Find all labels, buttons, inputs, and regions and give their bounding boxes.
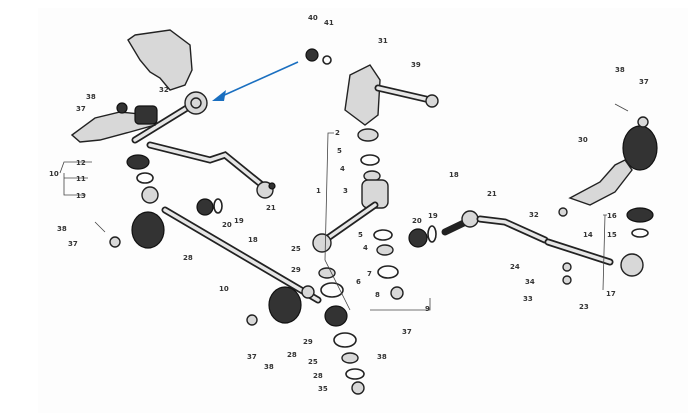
steering-gear-box — [127, 29, 193, 91]
label-21: 21 — [487, 190, 497, 198]
label-15: 15 — [607, 231, 617, 239]
label-4: 4 — [363, 244, 368, 252]
label-25: 25 — [291, 245, 301, 253]
label-10: 10 — [219, 285, 229, 293]
label-28: 28 — [183, 254, 193, 262]
nut-37-left — [109, 236, 121, 248]
label-37: 37 — [639, 78, 649, 86]
label-30: 30 — [578, 136, 588, 144]
label-8: 8 — [375, 291, 380, 299]
ball-joint-13 — [141, 186, 159, 204]
label-41: 41 — [324, 19, 334, 27]
label-25: 25 — [308, 358, 318, 366]
boot-20-right — [408, 228, 428, 248]
label-32: 32 — [159, 86, 169, 94]
label-39: 39 — [411, 61, 421, 69]
label-18: 18 — [449, 171, 459, 179]
label-29: 29 — [291, 266, 301, 274]
label-37: 37 — [68, 240, 78, 248]
label-38: 38 — [377, 353, 387, 361]
label-19: 19 — [234, 217, 244, 225]
label-28: 28 — [313, 372, 323, 380]
label-38: 38 — [86, 93, 96, 101]
boot-28-middle — [268, 286, 302, 324]
label-20: 20 — [412, 217, 422, 225]
label-29: 29 — [303, 338, 313, 346]
boot-20-left — [196, 198, 214, 216]
nut-40 — [305, 48, 319, 62]
label-17: 17 — [606, 290, 616, 298]
bracket-block — [134, 105, 158, 125]
label-32: 32 — [529, 211, 539, 219]
boot-28-left — [131, 211, 165, 249]
idler-bracket-31 — [344, 64, 381, 126]
label-2: 2 — [335, 129, 340, 137]
bushing-16 — [626, 207, 654, 223]
steering-knuckle-arm — [568, 159, 633, 206]
callout-arrow-head — [212, 90, 226, 101]
label-18: 18 — [248, 236, 258, 244]
washer-41 — [322, 55, 332, 65]
label-38: 38 — [615, 66, 625, 74]
label-11: 11 — [76, 175, 86, 183]
label-37: 37 — [247, 353, 257, 361]
label-34: 34 — [525, 278, 535, 286]
label-38: 38 — [264, 363, 274, 371]
label-24: 24 — [510, 263, 520, 271]
nut-37-middle — [246, 314, 258, 326]
nut-21-left — [268, 182, 276, 190]
label-23: 23 — [579, 303, 589, 311]
label-35: 35 — [318, 385, 328, 393]
bushing-12 — [126, 154, 150, 170]
label-40: 40 — [308, 14, 318, 22]
label-20: 20 — [222, 221, 232, 229]
label-28: 28 — [287, 351, 297, 359]
ball-joint-right — [620, 253, 644, 277]
label-10: 10 — [49, 170, 59, 178]
label-19: 19 — [428, 212, 438, 220]
nut-37 — [116, 102, 128, 114]
label-37: 37 — [402, 328, 412, 336]
label-13: 13 — [76, 192, 86, 200]
ring-11 — [136, 172, 154, 184]
label-21: 21 — [266, 204, 276, 212]
label-33: 33 — [523, 295, 533, 303]
label-16: 16 — [607, 212, 617, 220]
label-9: 9 — [425, 305, 430, 313]
left-bracket — [70, 111, 157, 143]
label-5: 5 — [358, 231, 363, 239]
ring-19-left — [213, 198, 223, 214]
label-4: 4 — [340, 165, 345, 173]
label-1: 1 — [316, 187, 321, 195]
label-7: 7 — [367, 270, 372, 278]
callout-arrow — [219, 61, 299, 98]
label-38: 38 — [57, 225, 67, 233]
label-3: 3 — [343, 187, 348, 195]
label-37: 37 — [76, 105, 86, 113]
label-12: 12 — [76, 159, 86, 167]
label-6: 6 — [356, 278, 361, 286]
part-labels: 40 41 31 39 38 37 32 38 37 30 2 5 4 1 3 … — [49, 14, 649, 393]
label-14: 14 — [583, 231, 593, 239]
label-31: 31 — [378, 37, 388, 45]
label-5: 5 — [337, 147, 342, 155]
